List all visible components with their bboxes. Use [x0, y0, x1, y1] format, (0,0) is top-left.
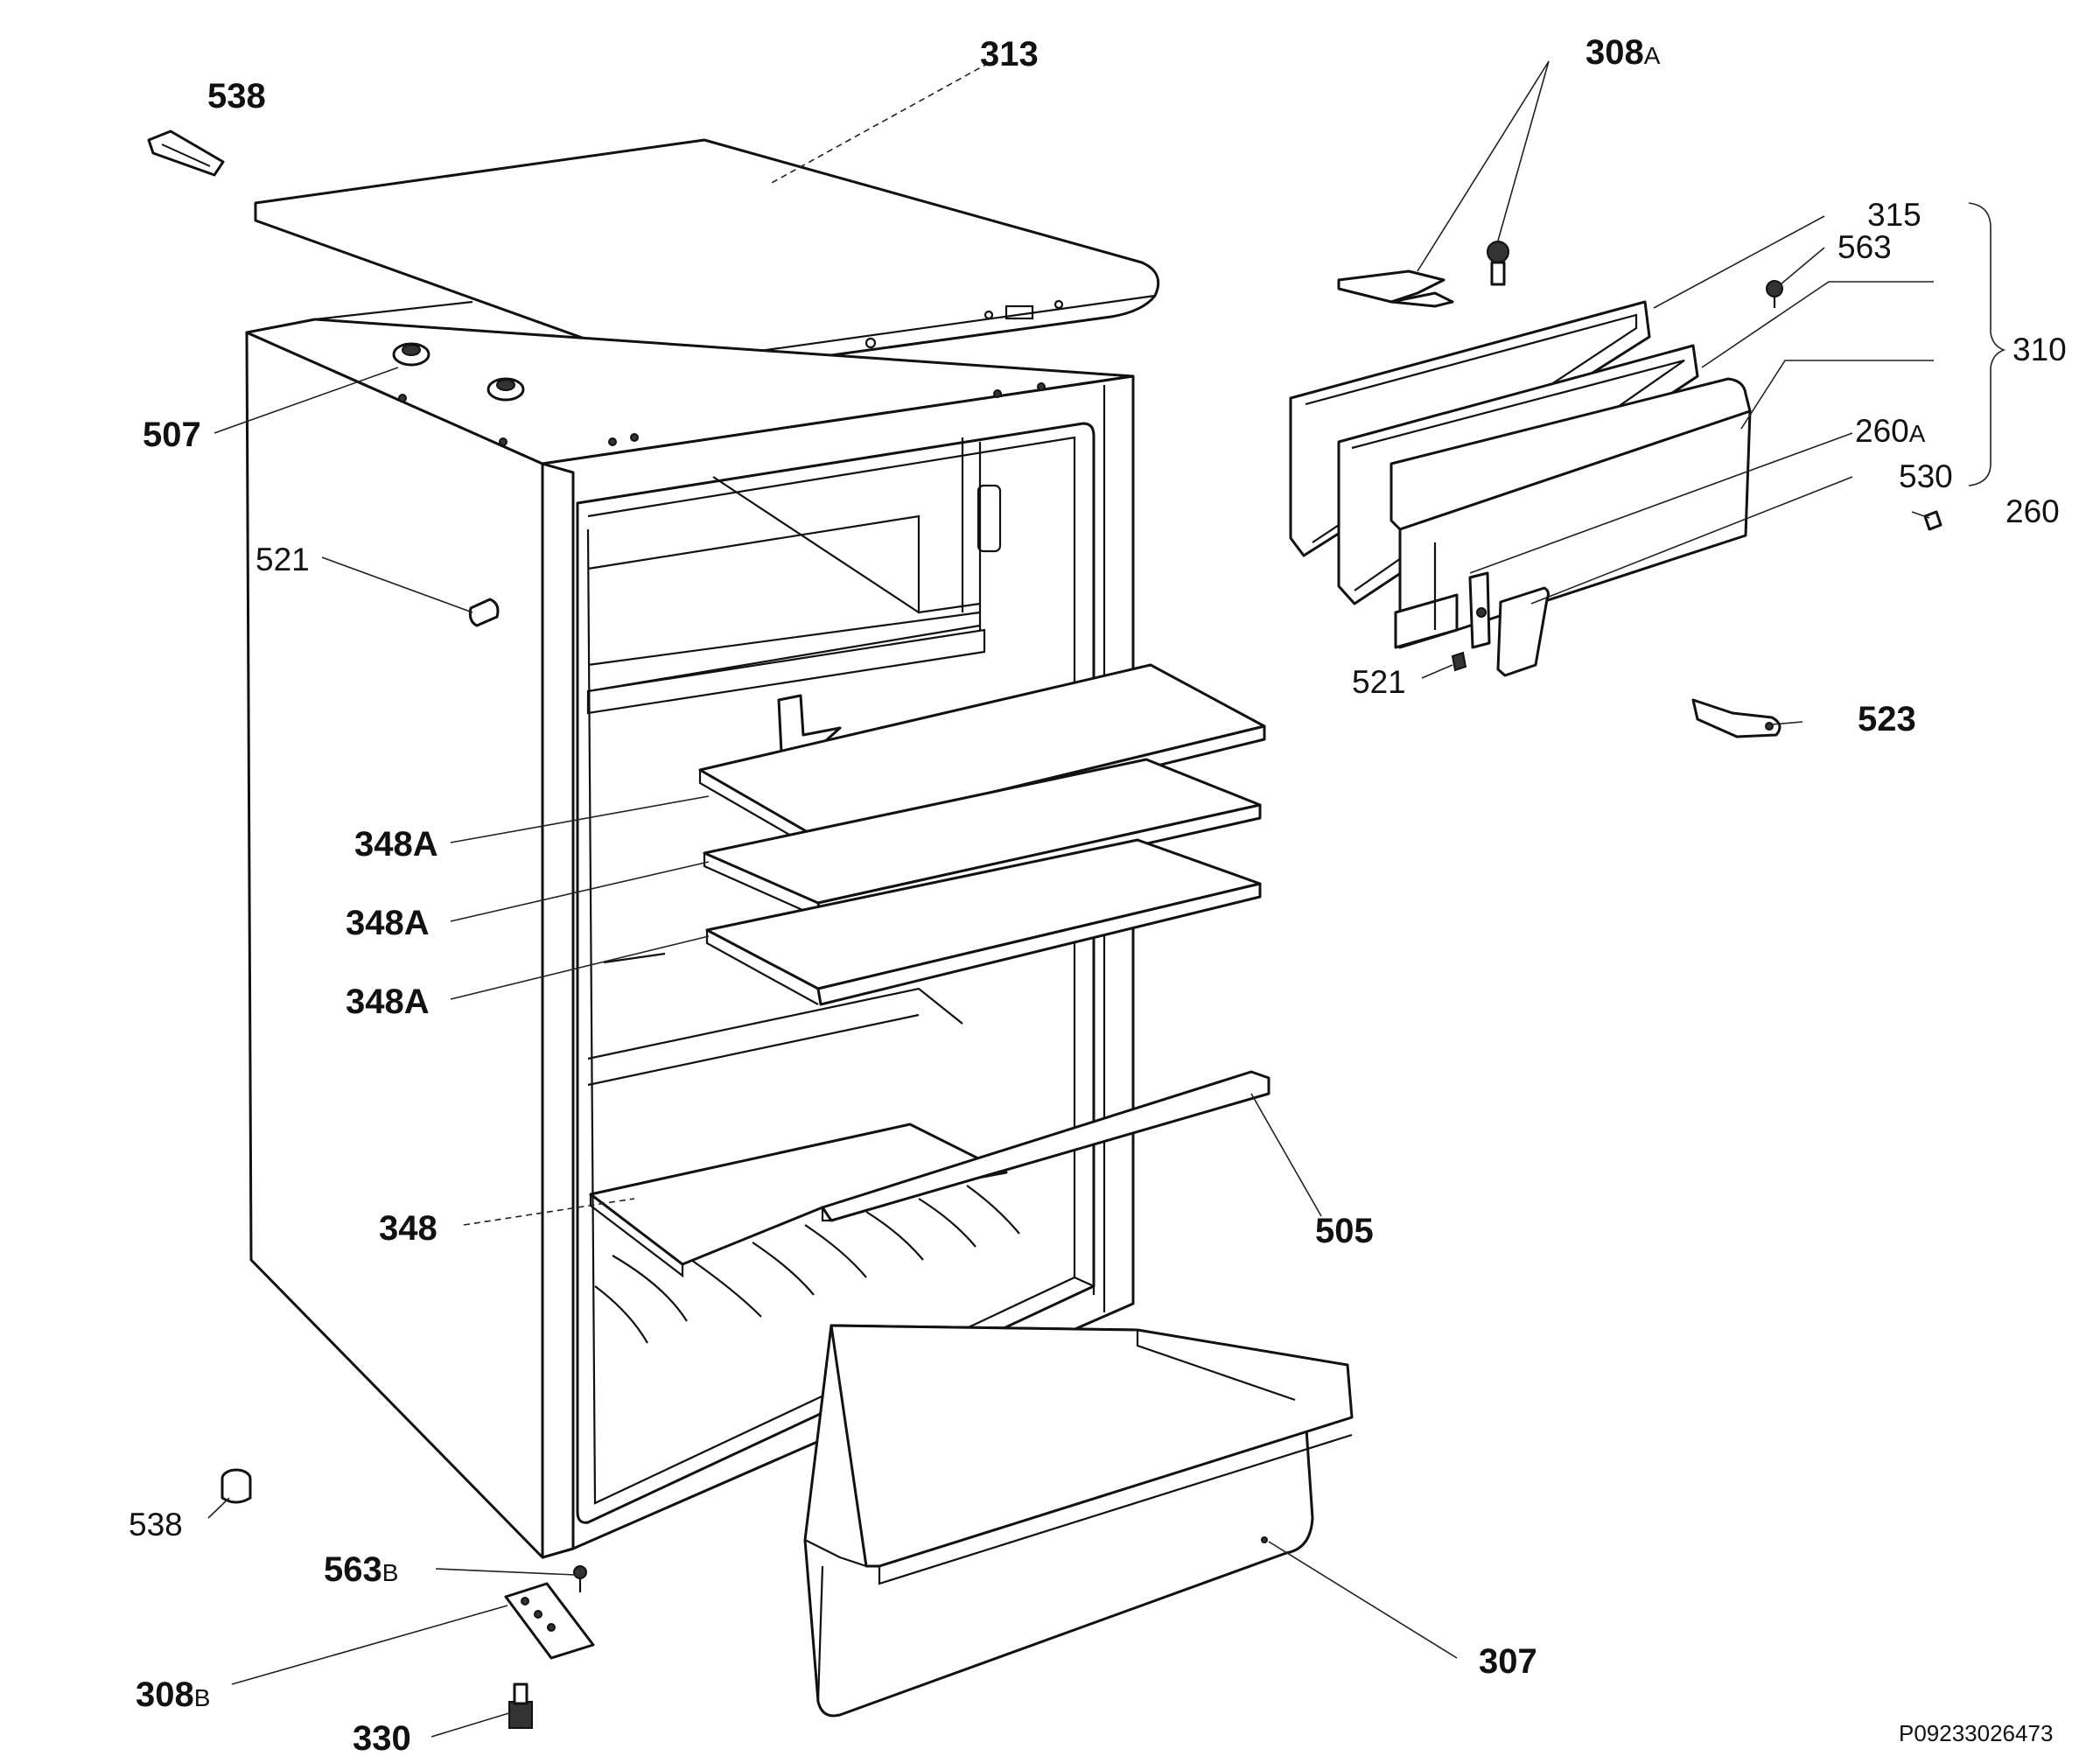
door-hinge-screw-563-part [1766, 280, 1783, 308]
label-521-right: 521 [1352, 664, 1406, 700]
crisper-drawer-part [803, 1324, 1354, 1718]
label-348a-2: 348A [346, 904, 430, 942]
top-hinge-pin-part [1487, 241, 1509, 286]
label-260a: 260A [1855, 413, 1926, 449]
bottom-hinge-308b-part [504, 1582, 595, 1660]
label-523: 523 [1858, 700, 1916, 738]
foot-538-bottom-part [220, 1468, 252, 1504]
label-563: 563 [1838, 229, 1892, 265]
label-315: 315 [1867, 197, 1922, 233]
label-530: 530 [1899, 458, 1953, 494]
door-handle-part [1468, 571, 1550, 677]
label-307: 307 [1479, 1642, 1537, 1681]
screw-563b-part [573, 1565, 587, 1592]
adjustable-foot-330-part [508, 1683, 533, 1729]
door-latch-523-part [1691, 698, 1782, 738]
top-hinge-bracket-part [1337, 269, 1454, 308]
foot-507-left-part [392, 342, 430, 367]
label-313: 313 [980, 35, 1039, 73]
leader-lines [207, 60, 2006, 1738]
label-308a: 308A [1586, 33, 1661, 72]
label-538-bottom: 538 [129, 1507, 183, 1543]
label-505: 505 [1315, 1212, 1374, 1250]
glass-shelf-lower [705, 838, 1262, 1006]
plug-538-top-part [147, 129, 225, 177]
foot-507-right-part [486, 377, 525, 402]
crisper-cover-frame-part [821, 1070, 1270, 1222]
label-348: 348 [379, 1209, 438, 1248]
label-521-left: 521 [256, 542, 310, 577]
label-330: 330 [353, 1719, 411, 1756]
label-310: 310 [2012, 332, 2067, 367]
latch-clip-260-part [1923, 510, 1942, 531]
label-348a-1: 348A [354, 825, 438, 864]
label-563b: 563B [324, 1550, 398, 1589]
part-labels: 313 308A 538 507 521 315 563 310 260A 53… [129, 33, 2067, 1756]
label-507: 507 [143, 416, 201, 454]
diagram-reference-number: P09233026473 [1899, 1720, 2053, 1746]
label-308b: 308B [136, 1676, 210, 1714]
label-260: 260 [2006, 493, 2060, 529]
button-521-left-part [468, 598, 500, 627]
door-bracket-521-right-part [1451, 651, 1467, 672]
label-348a-3: 348A [346, 983, 430, 1021]
label-538-top: 538 [207, 77, 266, 115]
